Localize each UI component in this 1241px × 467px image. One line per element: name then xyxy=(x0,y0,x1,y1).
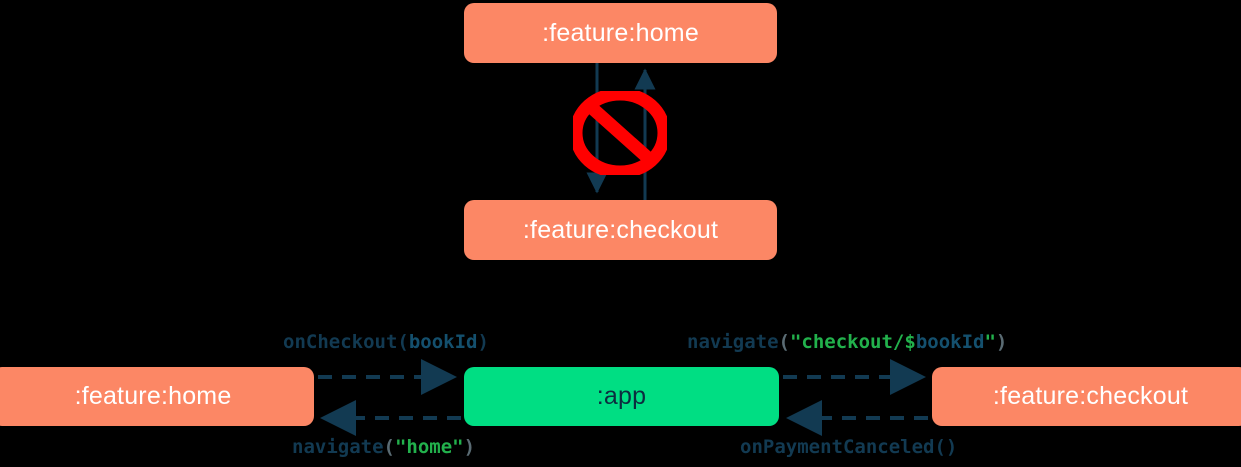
no-entry-icon xyxy=(573,91,667,175)
edge-label-string-close: " xyxy=(984,331,996,353)
edge-label-fn: onCheckout xyxy=(283,331,398,353)
node-feature-home-top[interactable]: :feature:home xyxy=(464,3,777,63)
edge-label-navigate-home: navigate("home") xyxy=(292,436,475,458)
edge-label-open-paren: ( xyxy=(934,436,946,458)
edge-label-string: "home" xyxy=(394,436,464,458)
edge-label-string-open: "checkout/ xyxy=(789,331,905,353)
node-feature-checkout-top[interactable]: :feature:checkout xyxy=(464,200,777,260)
edge-label-open-paren: ( xyxy=(778,331,790,353)
edge-label-close-paren: ) xyxy=(945,436,958,458)
edge-label-on-checkout: onCheckout(bookId) xyxy=(283,331,489,353)
edge-label-arg: bookId xyxy=(408,331,478,353)
edge-label-navigate-checkout: navigate("checkout/$bookId") xyxy=(687,331,1007,353)
edge-label-close-paren: ) xyxy=(995,331,1008,353)
edge-label-on-payment-canceled: onPaymentCanceled() xyxy=(740,436,957,458)
node-label: :app xyxy=(596,382,647,410)
edge-label-fn: navigate xyxy=(687,331,779,353)
node-feature-checkout-bottom[interactable]: :feature:checkout xyxy=(932,367,1241,426)
node-label: :feature:home xyxy=(542,18,699,47)
edge-label-close-paren: ) xyxy=(477,331,489,353)
edge-label-fn: onPaymentCanceled xyxy=(740,436,935,458)
node-label: :feature:checkout xyxy=(992,382,1189,410)
edge-label-open-paren: ( xyxy=(383,436,395,458)
node-app[interactable]: :app xyxy=(464,367,779,426)
edge-label-open-paren: ( xyxy=(397,331,409,353)
edge-label-var: bookId xyxy=(915,331,985,353)
node-label: :feature:checkout xyxy=(522,215,719,244)
edge-label-fn: navigate xyxy=(292,436,384,458)
edge-label-close-paren: ) xyxy=(463,436,476,458)
node-feature-home-bottom[interactable]: :feature:home xyxy=(0,367,314,426)
edge-label-var-sigil: $ xyxy=(904,331,916,353)
node-label: :feature:home xyxy=(74,382,232,410)
